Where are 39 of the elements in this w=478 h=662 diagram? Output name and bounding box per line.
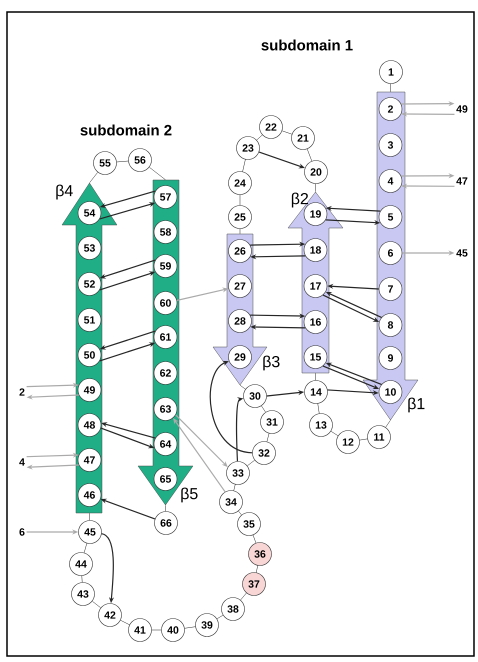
section-heading: subdomain 1 xyxy=(261,40,353,50)
connector-line xyxy=(116,160,128,162)
arrow xyxy=(210,360,252,454)
residue-label: 2 xyxy=(19,388,24,396)
connector-line xyxy=(89,172,98,184)
connector-line xyxy=(306,148,312,162)
connector-line xyxy=(184,626,196,629)
residue-label: 6 xyxy=(19,528,25,536)
connector-line xyxy=(216,614,224,620)
section-heading: subdomain 2 xyxy=(80,124,172,136)
connector-line xyxy=(282,130,292,134)
connector-line xyxy=(234,484,236,491)
connector-line xyxy=(89,512,90,520)
connector-line xyxy=(390,84,391,92)
connector-line xyxy=(261,406,266,412)
connector-line xyxy=(238,510,242,516)
connector-line xyxy=(256,565,258,573)
residue-label: 45 xyxy=(456,249,468,257)
connector-line xyxy=(385,420,391,428)
connector-line xyxy=(240,384,246,390)
connector-line xyxy=(165,504,166,512)
connector-line xyxy=(120,620,130,625)
residue-label: 4 xyxy=(19,458,25,466)
connector-line xyxy=(84,543,88,553)
connector-line xyxy=(149,167,166,180)
connector-line xyxy=(318,403,320,414)
connector-line xyxy=(92,601,101,608)
connector-line xyxy=(315,372,316,380)
connector-line xyxy=(240,592,247,600)
connector-line xyxy=(242,159,246,172)
connector-line xyxy=(256,134,263,140)
residue-label: 49 xyxy=(456,105,468,113)
connector-line xyxy=(266,433,270,442)
residue-label: 47 xyxy=(456,177,468,185)
connector-line xyxy=(247,460,255,466)
connector-line xyxy=(252,534,256,544)
connector-line xyxy=(315,184,316,192)
connector-line xyxy=(359,438,368,440)
connector-line xyxy=(330,431,338,436)
